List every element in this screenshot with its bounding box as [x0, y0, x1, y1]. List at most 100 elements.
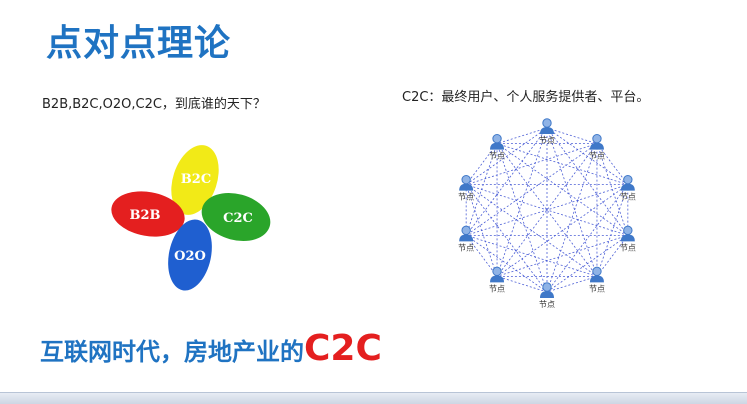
network-node: 节点 [458, 225, 474, 252]
node-body [540, 127, 554, 134]
c2c-description: C2C：最终用户、个人服务提供者、平台。 [402, 90, 650, 105]
user-node-icon [490, 133, 505, 150]
network-edge [546, 184, 629, 293]
node-body [620, 234, 635, 242]
user-node-icon [540, 282, 554, 298]
node-label: 节点 [539, 136, 555, 145]
network-edge [465, 184, 498, 277]
node-head [542, 282, 552, 292]
node-head [492, 133, 502, 144]
network-edge [466, 143, 598, 186]
node-label: 节点 [458, 243, 474, 252]
node-label: 节点 [539, 300, 555, 309]
node-head [623, 174, 633, 185]
network-edge [465, 235, 498, 277]
node-label: 节点 [489, 152, 505, 161]
petal-label-b2c: B2C [181, 172, 211, 187]
network-edge [496, 234, 628, 277]
network-edge [496, 143, 628, 186]
network-node: 节点 [539, 282, 555, 309]
user-node-icon [490, 266, 505, 283]
network-edge [546, 143, 598, 293]
network-edge [496, 143, 548, 293]
node-head [592, 266, 602, 277]
network-edge [596, 235, 629, 277]
question-text: B2B,B2C,O2O,C2C，到底谁的天下？ [42, 97, 266, 112]
node-label: 节点 [489, 284, 505, 293]
network-edge [496, 143, 629, 236]
business-model-flower: B2C B2B C2C O2O [111, 145, 271, 291]
network-edge [466, 234, 598, 277]
bottom-emphasis: C2C [304, 328, 382, 369]
user-node-icon [589, 133, 604, 150]
network-edge [596, 143, 629, 185]
petal-b2c [171, 145, 219, 215]
node-head [492, 266, 502, 277]
petal-o2o [168, 219, 212, 291]
network-edge [466, 184, 628, 236]
node-body [620, 183, 635, 191]
network-edge [546, 235, 629, 293]
slide-title: 点对点理论 [46, 23, 232, 64]
network-edge [465, 127, 548, 236]
node-body [490, 142, 505, 150]
user-node-icon [589, 266, 604, 283]
node-body [490, 275, 505, 283]
network-edge [465, 143, 598, 236]
node-body [459, 183, 474, 191]
network-node: 节点 [589, 133, 605, 161]
petal-b2b [111, 191, 185, 237]
node-label: 节点 [620, 243, 636, 252]
network-edge [465, 184, 598, 277]
petal-c2c [201, 193, 271, 241]
footer-bar [0, 392, 747, 404]
node-body [589, 142, 604, 150]
network-edge [465, 184, 548, 293]
network-node: 节点 [539, 118, 555, 145]
network-edge [496, 127, 548, 277]
node-head [623, 225, 633, 236]
user-node-icon [620, 225, 635, 242]
petal-label-b2b: B2B [129, 208, 160, 223]
network-edge [496, 184, 629, 277]
network-edge [465, 127, 548, 185]
network-edge [496, 127, 548, 145]
node-label: 节点 [458, 193, 474, 202]
node-body [459, 234, 474, 242]
network-edge [496, 275, 548, 293]
network-edge [546, 127, 598, 277]
node-label: 节点 [620, 193, 636, 202]
network-node: 节点 [620, 174, 636, 202]
network-edge [465, 235, 548, 293]
node-head [461, 174, 471, 185]
node-label: 节点 [589, 152, 605, 161]
bottom-text: 互联网时代，房地产业的 [40, 338, 304, 366]
node-label: 节点 [589, 284, 605, 293]
network-node: 节点 [458, 174, 474, 202]
network-edge [546, 127, 629, 236]
node-head [592, 133, 602, 144]
user-node-icon [459, 225, 474, 242]
network-edge [546, 275, 598, 293]
network-node: 节点 [489, 133, 505, 161]
node-head [542, 118, 552, 128]
petal-label-o2o: O2O [174, 249, 206, 264]
user-node-icon [620, 174, 635, 191]
node-body [540, 291, 554, 298]
bottom-heading: 互联网时代，房地产业的C2C [40, 328, 382, 369]
node-head [461, 225, 471, 236]
network-edge [465, 143, 498, 236]
network-edge [546, 127, 598, 145]
petal-label-c2c: C2C [223, 211, 253, 226]
network-node: 节点 [489, 266, 505, 293]
network-node: 节点 [620, 225, 636, 252]
user-node-icon [459, 174, 474, 191]
network-edge [546, 127, 629, 185]
network-node: 节点 [589, 266, 605, 293]
network-edges [465, 127, 629, 293]
network-edge [465, 143, 498, 185]
user-node-icon [540, 118, 554, 134]
node-body [589, 275, 604, 283]
